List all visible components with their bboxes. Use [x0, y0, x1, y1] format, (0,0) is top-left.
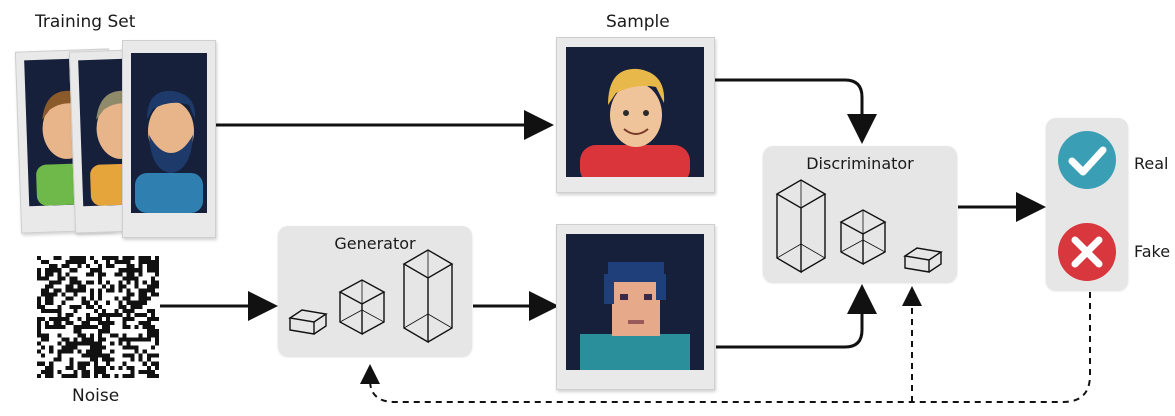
arrow-fake-image-to-discriminator: [716, 284, 877, 349]
generator-label: Generator: [334, 234, 416, 253]
discriminator-label: Discriminator: [806, 154, 914, 173]
generated-photo: [556, 224, 715, 390]
noise-label: Noise: [72, 386, 120, 406]
face-avatar-icon: [135, 90, 203, 213]
feedback-loop-dashed: [360, 292, 1091, 403]
training-photo-3: [122, 40, 216, 238]
generator-layers-icon: [288, 249, 454, 344]
real-label: Real: [1134, 154, 1169, 173]
discriminator-box: Discriminator: [763, 146, 957, 282]
sample-photo: [556, 37, 715, 193]
discriminator-layers-icon: [775, 179, 943, 274]
cross-icon: [1058, 223, 1116, 281]
generator-box: Generator: [278, 226, 472, 356]
checkmark-icon: [1058, 131, 1116, 189]
sample-label: Sample: [606, 12, 670, 32]
pixelated-face-icon: [580, 262, 690, 370]
fake-label: Fake: [1134, 242, 1171, 261]
training-set-label: Training Set: [35, 12, 136, 32]
noise-pattern-icon: [37, 256, 159, 378]
face-avatar-icon: [580, 68, 690, 177]
arrow-sample-to-discriminator: [712, 78, 877, 144]
noise-image: [37, 256, 159, 378]
